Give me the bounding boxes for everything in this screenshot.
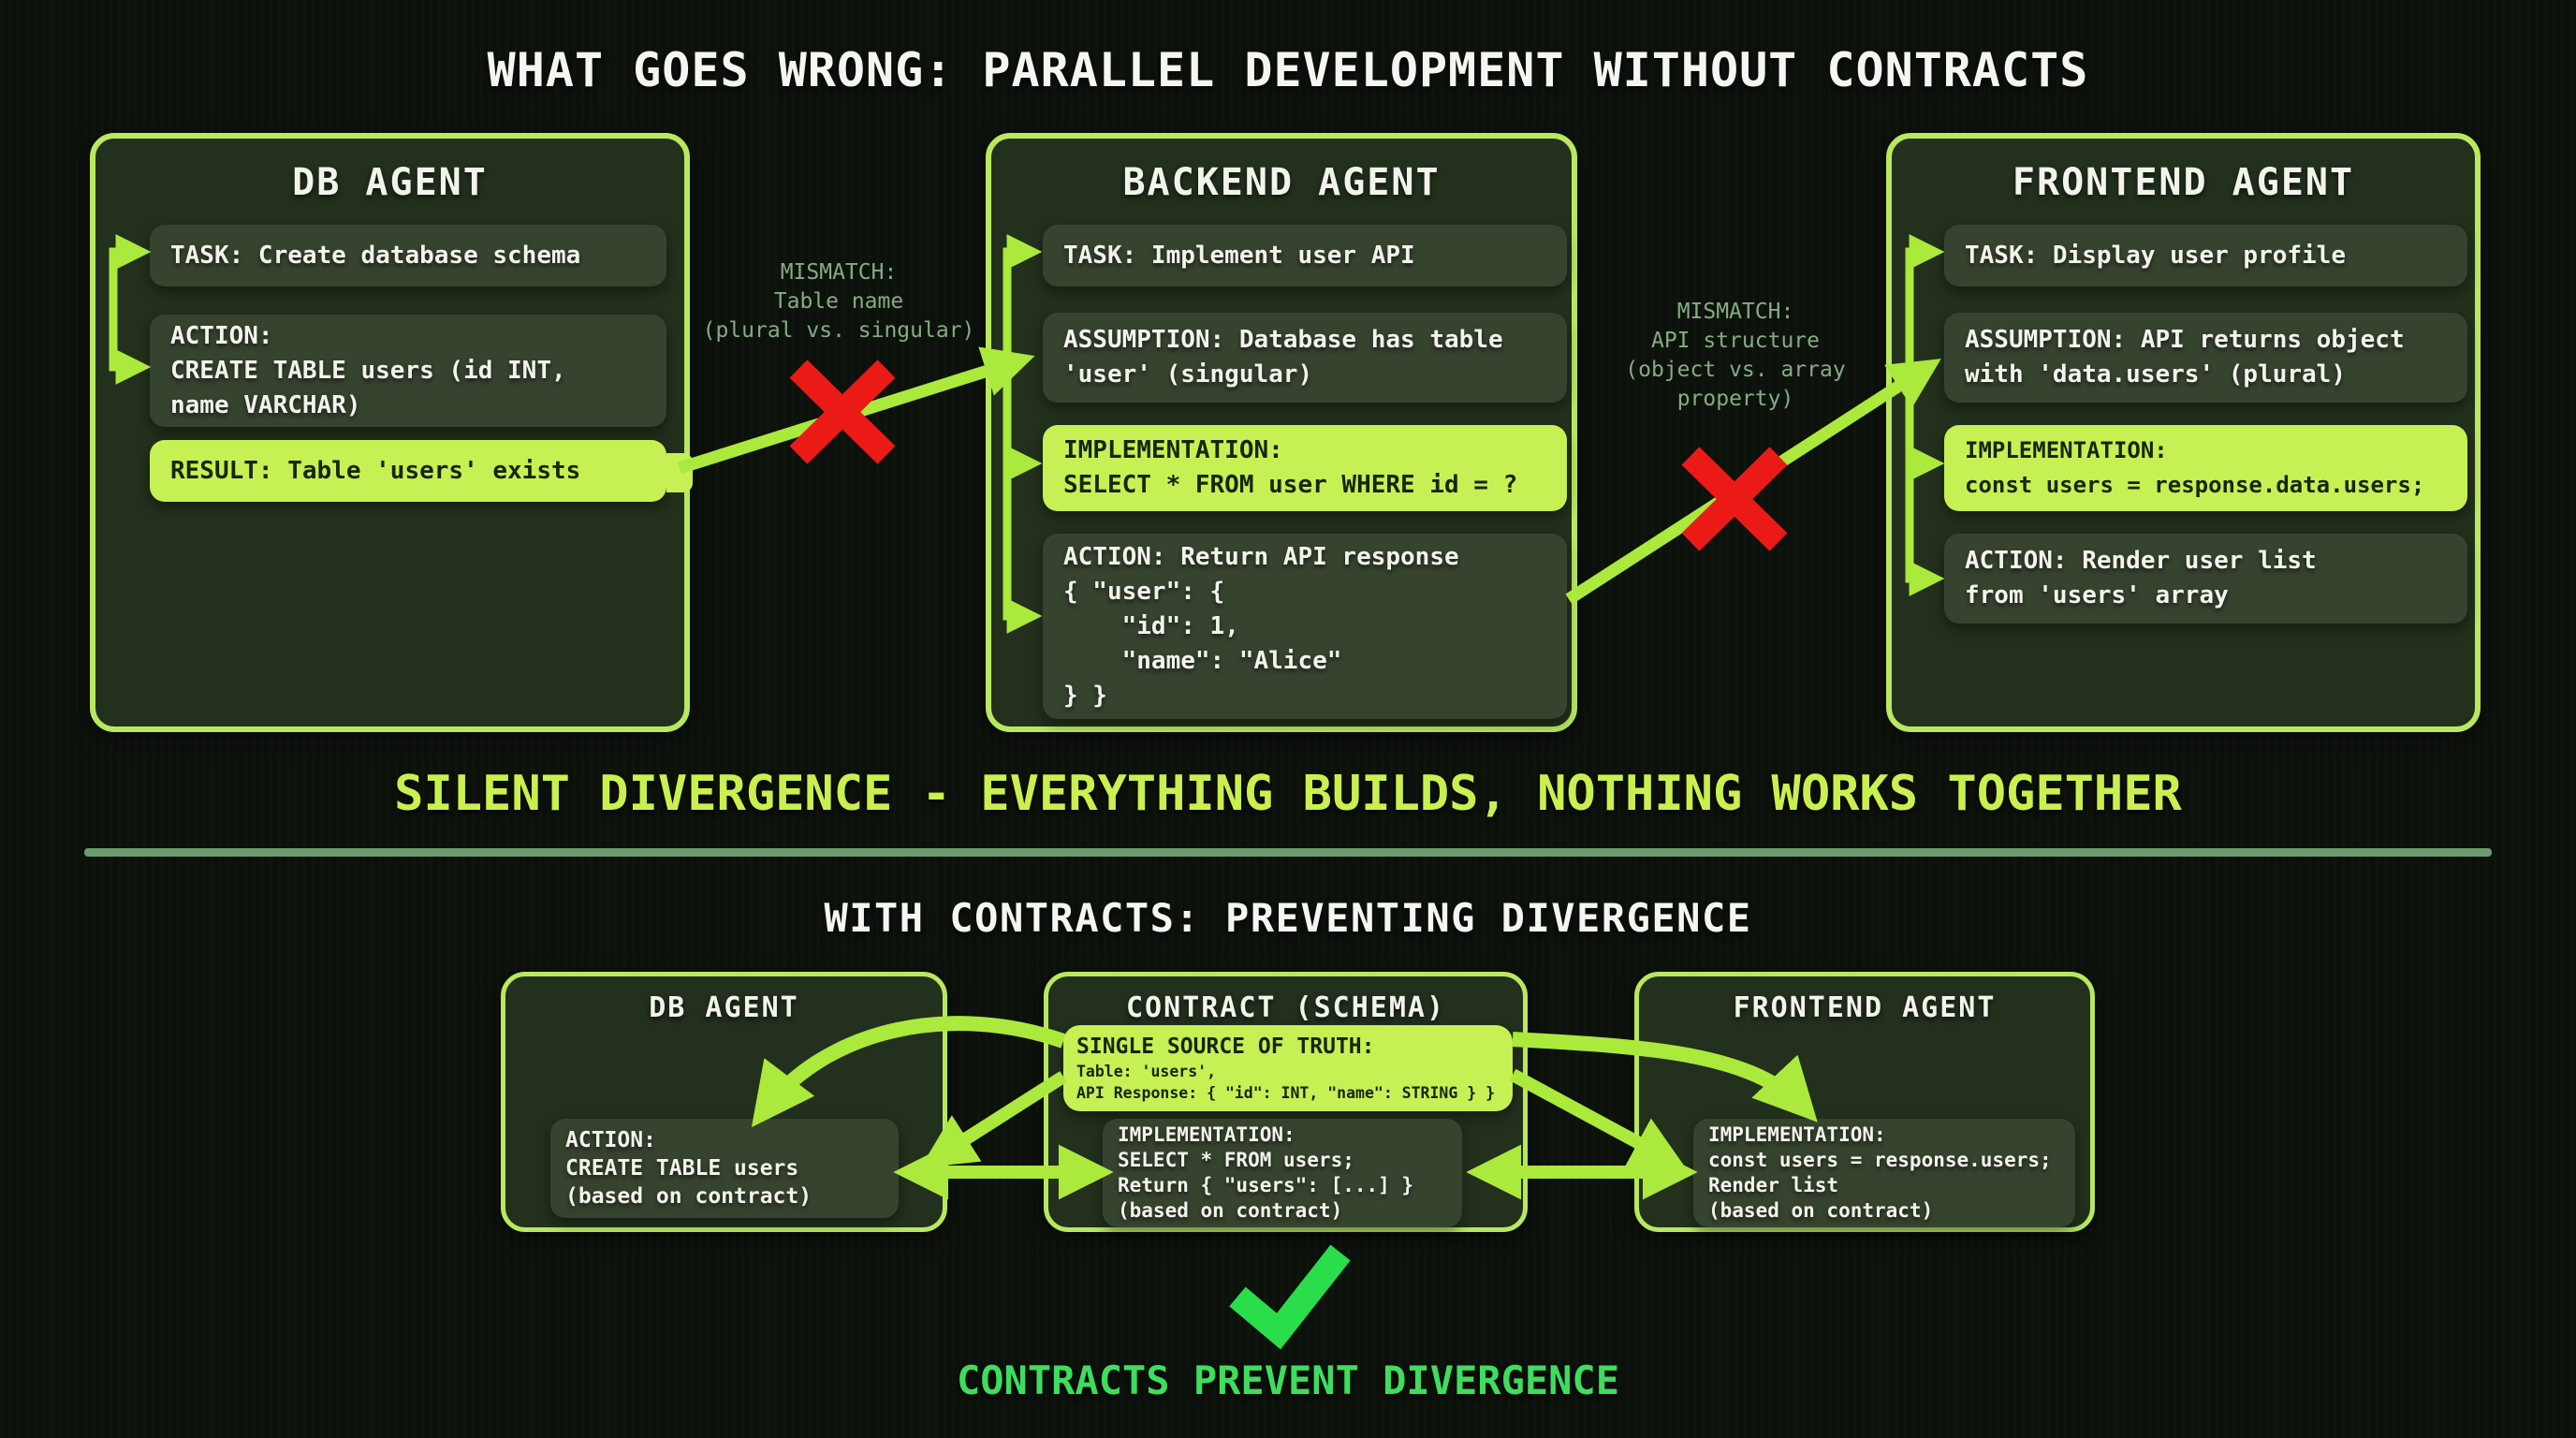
contract-db-action-card: ACTION: CREATE TABLE users (based on con… (550, 1119, 899, 1218)
frontend-agent-box: FRONTEND AGENT TASK: Display user profil… (1886, 133, 2481, 732)
arrow-db-to-backend (678, 346, 1035, 475)
frontend-task-card: TASK: Display user profile (1944, 225, 2467, 286)
backend-assumption-card: ASSUMPTION: Database has table 'user' (s… (1043, 313, 1567, 403)
top-section-title: WHAT GOES WRONG: PARALLEL DEVELOPMENT WI… (487, 43, 2089, 97)
contract-frontend-agent-box-title: FRONTEND AGENT (1733, 991, 1997, 1024)
frontend-action-card: ACTION: Render user list from 'users' ar… (1944, 534, 2467, 624)
check-icon (1229, 1244, 1351, 1350)
backend-agent-box: BACKEND AGENT TASK: Implement user API A… (986, 133, 1577, 732)
error-x-icon-right (1681, 447, 1788, 551)
db-task-card: TASK: Create database schema (150, 225, 666, 286)
db-result-card: RESULT: Table 'users' exists (150, 440, 666, 502)
contract-db-agent-box-title: DB AGENT (649, 991, 799, 1024)
backend-action-card: ACTION: Return API response { "user": { … (1043, 534, 1567, 719)
contract-schema-box-title: CONTRACT (SCHEMA) (1125, 991, 1446, 1024)
db-action-card: ACTION: CREATE TABLE users (id INT, name… (150, 315, 666, 427)
bottom-section-title: WITH CONTRACTS: PREVENTING DIVERGENCE (824, 895, 1752, 941)
bottom-section-verdict: CONTRACTS PREVENT DIVERGENCE (956, 1357, 1619, 1403)
db-agent-box: DB AGENT TASK: Create database schema AC… (90, 133, 693, 732)
db-agent-box-title: DB AGENT (292, 161, 488, 204)
top-section-verdict: SILENT DIVERGENCE - EVERYTHING BUILDS, N… (394, 766, 2182, 822)
frontend-assumption-card: ASSUMPTION: API returns object with 'dat… (1944, 313, 2467, 403)
backend-task-card: TASK: Implement user API (1043, 225, 1567, 286)
contract-source-card-body: Table: 'users', API Response: { "id": IN… (1076, 1063, 1496, 1102)
contract-db-agent-box: DB AGENT ACTION: CREATE TABLE users (bas… (501, 972, 947, 1232)
section-divider (84, 848, 2492, 857)
mismatch-label-table-name: MISMATCH: Table name (plural vs. singula… (702, 260, 975, 343)
backend-agent-box-title: BACKEND AGENT (1122, 161, 1441, 204)
contract-frontend-agent-box: FRONTEND AGENT IMPLEMENTATION: const use… (1634, 972, 2095, 1232)
contract-source-card: SINGLE SOURCE OF TRUTH: Table: 'users', … (1063, 1025, 1513, 1111)
frontend-implementation-card: IMPLEMENTATION: const users = response.d… (1944, 425, 2467, 511)
contract-implementation-card: IMPLEMENTATION: SELECT * FROM users; Ret… (1103, 1119, 1462, 1227)
db-result-card-tail (666, 453, 693, 492)
contract-frontend-impl-card: IMPLEMENTATION: const users = response.u… (1693, 1119, 2075, 1227)
contract-schema-box: CONTRACT (SCHEMA) SINGLE SOURCE OF TRUTH… (1044, 972, 1528, 1232)
frontend-agent-box-title: FRONTEND AGENT (2012, 161, 2355, 204)
error-x-icon-left (789, 360, 896, 464)
mismatch-label-api-structure: MISMATCH: API structure (object vs. arra… (1625, 300, 1846, 411)
contract-source-card-heading: SINGLE SOURCE OF TRUTH: (1076, 1034, 1375, 1059)
backend-implementation-card: IMPLEMENTATION: SELECT * FROM user WHERE… (1043, 425, 1567, 511)
